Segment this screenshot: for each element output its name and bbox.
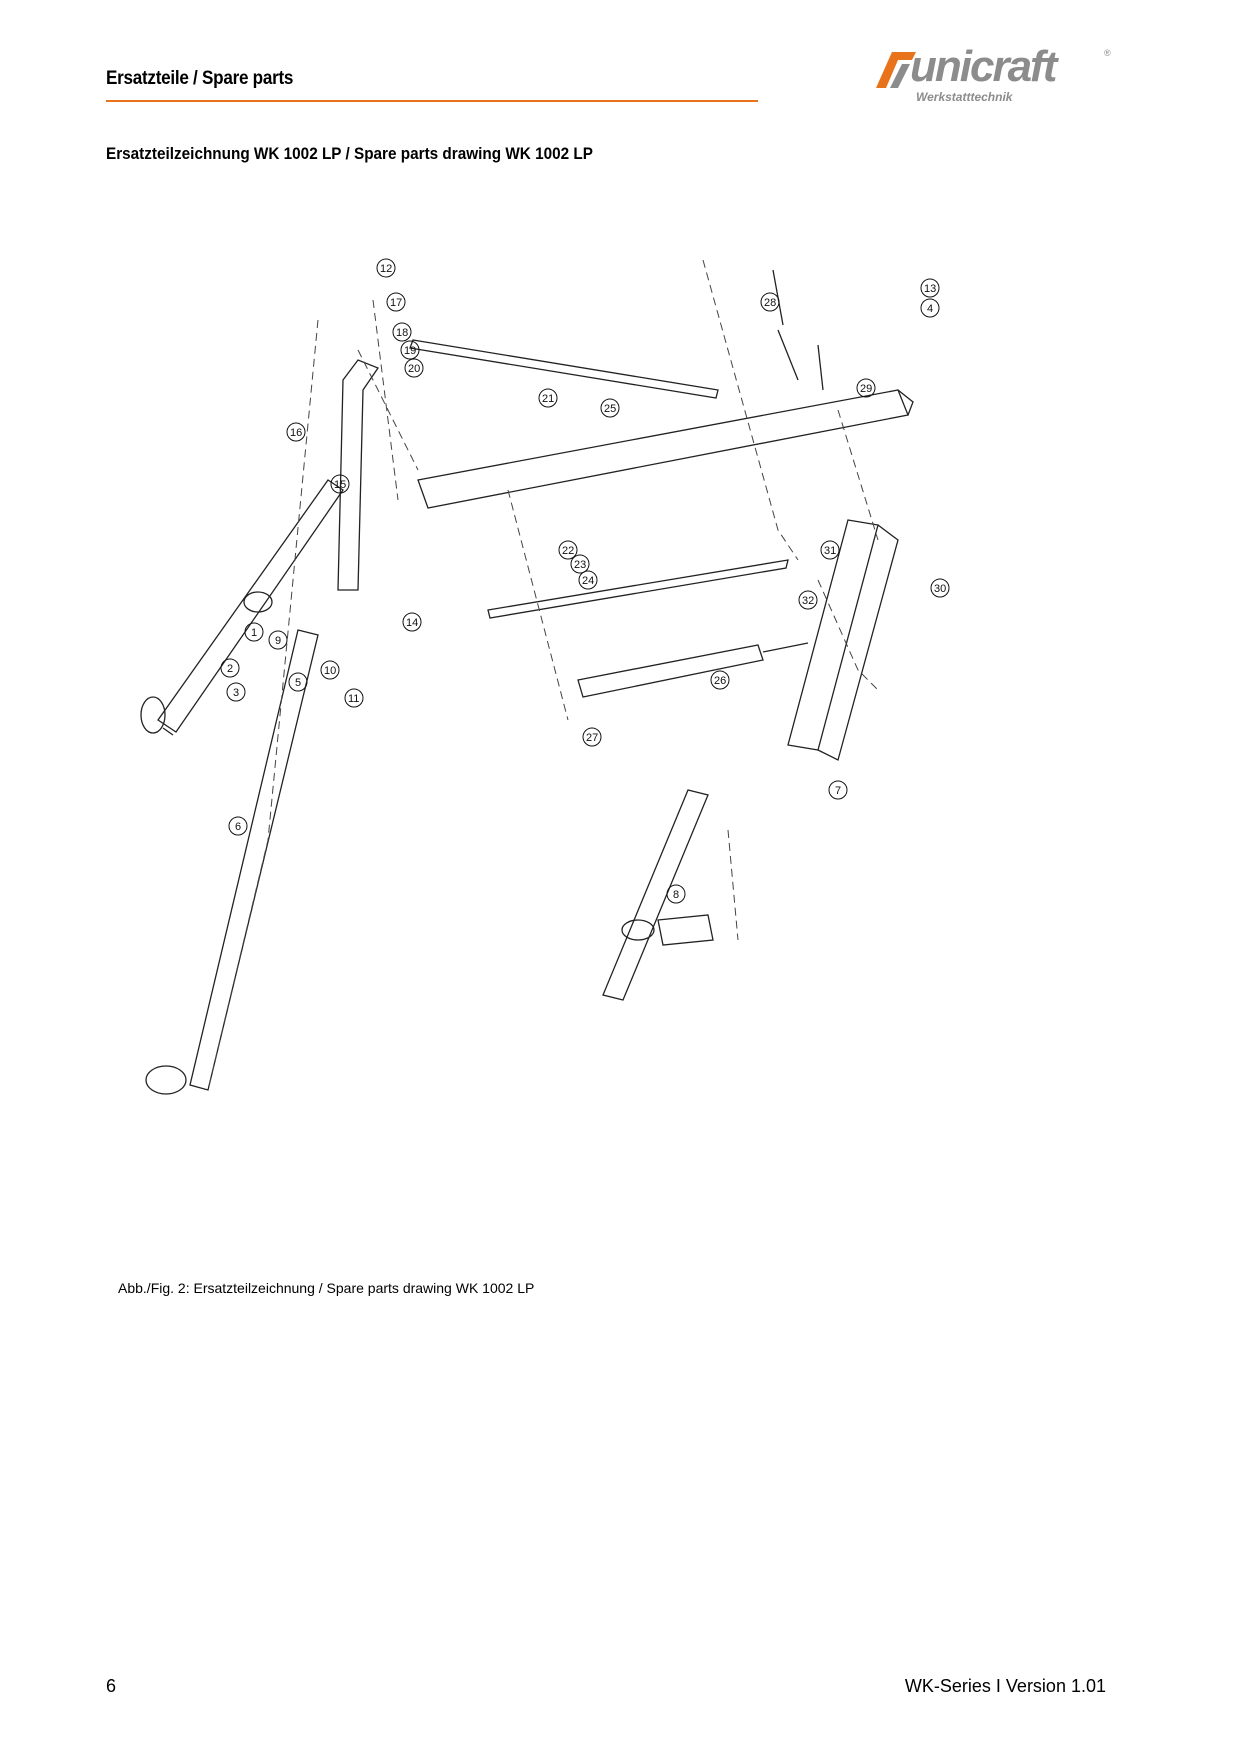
header-title: Ersatzteile / Spare parts — [106, 68, 294, 89]
callout-17-label: 17 — [390, 297, 402, 309]
callout-25-label: 25 — [604, 403, 616, 415]
callout-14-label: 14 — [406, 617, 418, 629]
callout-9-label: 9 — [275, 635, 281, 647]
callout-32: 32 — [798, 590, 818, 610]
callout-32-label: 32 — [802, 595, 814, 607]
callout-22: 22 — [558, 540, 578, 560]
callout-13: 13 — [920, 278, 940, 298]
callout-18-label: 18 — [396, 327, 408, 339]
callout-29-label: 29 — [860, 383, 872, 395]
part-callout-list: 12 17 18 19 20 21 25 16 15 29 28 13 4 31… — [220, 258, 950, 904]
unicraft-logo: unicraft ® Werkstatttechnik — [872, 42, 1122, 110]
callout-30: 30 — [930, 578, 950, 598]
callout-7: 7 — [828, 780, 848, 800]
callout-12: 12 — [376, 258, 396, 278]
callout-26-label: 26 — [714, 675, 726, 687]
callout-1: 1 — [244, 622, 264, 642]
callout-10-label: 10 — [324, 665, 336, 677]
figure-caption: Abb./Fig. 2: Ersatzteilzeichnung / Spare… — [118, 1280, 535, 1296]
callout-23-label: 23 — [574, 559, 586, 571]
header-rule — [106, 100, 758, 102]
spare-parts-drawing: 12 17 18 19 20 21 25 16 15 29 28 13 4 31… — [140, 258, 950, 1095]
callout-6: 6 — [228, 816, 248, 836]
callout-27: 27 — [582, 727, 602, 747]
callout-3-label: 3 — [233, 687, 239, 699]
callout-26: 26 — [710, 670, 730, 690]
callout-27-label: 27 — [586, 732, 598, 744]
callout-20: 20 — [404, 358, 424, 378]
callout-5: 5 — [288, 672, 308, 692]
callout-7-label: 7 — [835, 785, 841, 797]
callout-23: 23 — [570, 554, 590, 574]
section-heading: Ersatzteilzeichnung WK 1002 LP / Spare p… — [106, 144, 593, 163]
callout-8-label: 8 — [673, 889, 679, 901]
callout-14: 14 — [402, 612, 422, 632]
logo-tagline: Werkstatttechnik — [916, 90, 1013, 104]
callout-3: 3 — [226, 682, 246, 702]
logo-registered: ® — [1104, 48, 1111, 58]
logo-mark-icon — [876, 52, 916, 88]
callout-31-label: 31 — [824, 545, 836, 557]
callout-20-label: 20 — [408, 363, 420, 375]
callout-8: 8 — [666, 884, 686, 904]
callout-15-label: 15 — [334, 479, 346, 491]
callout-10: 10 — [320, 660, 340, 680]
callout-25: 25 — [600, 398, 620, 418]
callout-28-label: 28 — [764, 297, 776, 309]
logo-wordmark: unicraft — [910, 42, 1057, 91]
callout-19-label: 19 — [404, 345, 416, 357]
callout-18: 18 — [392, 322, 412, 342]
drawing-dashed-lines — [207, 259, 879, 1091]
callout-12-label: 12 — [380, 263, 392, 275]
callout-9: 9 — [268, 630, 288, 650]
callout-2: 2 — [220, 658, 240, 678]
callout-16-label: 16 — [290, 427, 302, 439]
callout-29: 29 — [856, 378, 876, 398]
callout-2-label: 2 — [227, 663, 233, 675]
callout-11-label: 11 — [348, 693, 359, 705]
callout-24-label: 24 — [582, 575, 594, 587]
callout-13-label: 13 — [924, 283, 936, 295]
callout-11: 11 — [344, 688, 364, 708]
callout-21: 21 — [538, 388, 558, 408]
callout-30-label: 30 — [934, 583, 946, 595]
drawing-linework — [140, 269, 914, 1095]
callout-28: 28 — [760, 292, 780, 312]
callout-5-label: 5 — [295, 677, 301, 689]
callout-1-label: 1 — [251, 627, 257, 639]
callout-6-label: 6 — [235, 821, 241, 833]
callout-31: 31 — [820, 540, 840, 560]
callout-16: 16 — [286, 422, 306, 442]
callout-17: 17 — [386, 292, 406, 312]
callout-24: 24 — [578, 570, 598, 590]
callout-4: 4 — [920, 298, 940, 318]
callout-19: 19 — [400, 340, 420, 360]
callout-15: 15 — [330, 474, 350, 494]
callout-4-label: 4 — [927, 303, 933, 315]
callout-21-label: 21 — [542, 393, 554, 405]
page-number: 6 — [106, 1676, 117, 1696]
document-version: WK-Series I Version 1.01 — [904, 1676, 1106, 1696]
callout-22-label: 22 — [562, 545, 574, 557]
